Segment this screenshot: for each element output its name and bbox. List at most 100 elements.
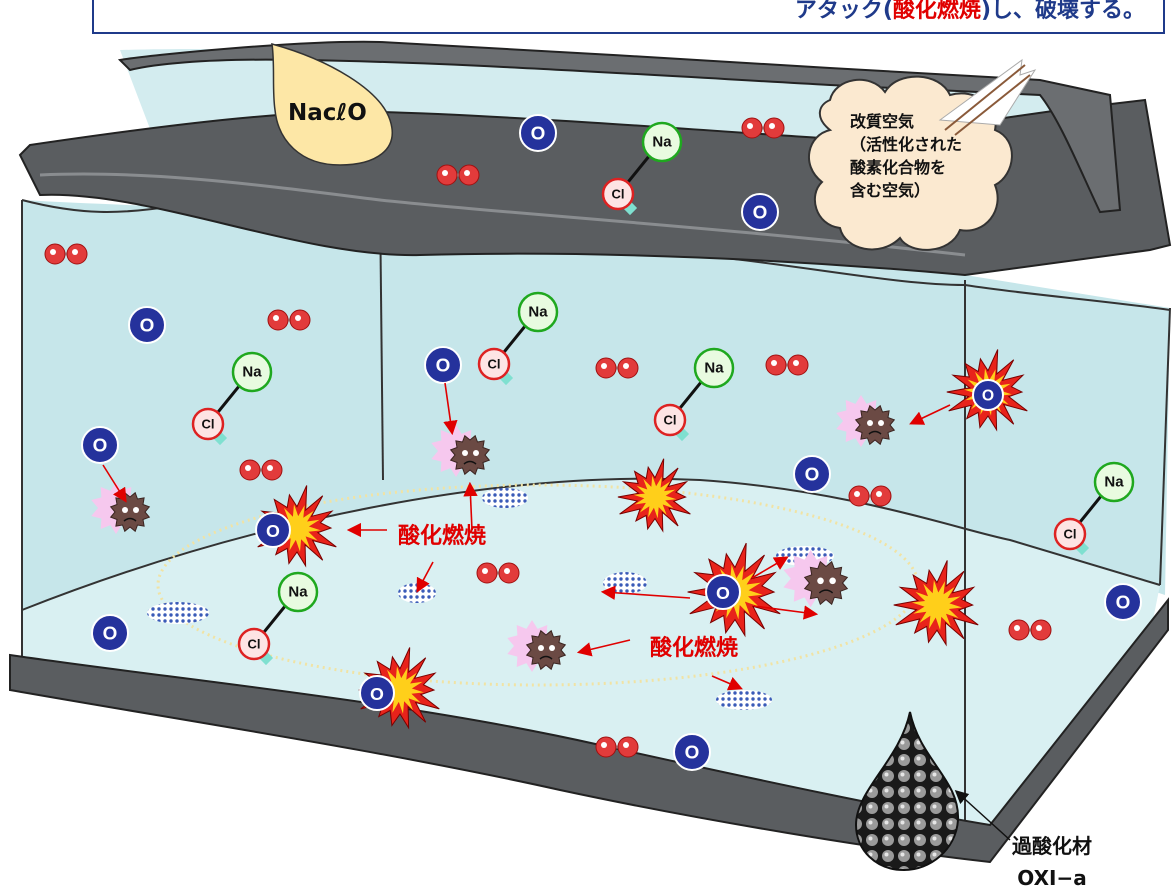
floor-line: [21, 477, 1161, 611]
oxygen-atom-icon: O: [793, 455, 831, 493]
cloud-line: （活性化された: [850, 135, 963, 154]
oxygen-symbol: O: [685, 743, 700, 764]
oxygen-atom-icon: O: [1104, 583, 1142, 621]
cl-symbol: Cl: [488, 357, 501, 372]
o2-molecule-icon: [44, 243, 88, 265]
reaction-arrow: [416, 561, 434, 593]
material-code: OXI−a: [1017, 866, 1087, 889]
oxygen-atom-icon: O: [81, 426, 119, 464]
oxygen-atom-icon: O: [705, 574, 741, 610]
na-symbol: Na: [288, 584, 308, 601]
oxygen-symbol: O: [982, 388, 994, 405]
na-symbol: Na: [1104, 474, 1124, 491]
reaction-arrow: [751, 556, 789, 579]
naclo-label: NacℓO: [288, 100, 367, 126]
naclo-drop-icon: [271, 42, 393, 166]
reaction-arrow: [909, 404, 951, 425]
explosion-icon: [617, 458, 691, 533]
cloud-line: 改質空気: [850, 112, 915, 131]
cloud-text: 改質空気 （活性化された 酸素化合物を 含む空気）: [850, 110, 962, 202]
dust-debris-icon: [398, 583, 436, 603]
top-frame-highlight: [39, 172, 966, 257]
reaction-arrow: [443, 382, 458, 436]
reaction-arrow: [753, 605, 819, 620]
germ-icon: [507, 620, 567, 672]
dust-debris-icon: [603, 572, 647, 594]
o2-molecule-icon: [848, 485, 892, 507]
banner-pre: アタック(: [794, 0, 893, 23]
oxygen-symbol: O: [1116, 593, 1131, 614]
oxygen-atom-icon: O: [255, 512, 291, 548]
oxygen-atom-icon: O: [741, 193, 779, 231]
droplet-icon: [854, 711, 960, 872]
oxygen-symbol: O: [266, 521, 280, 541]
banner-text: アタック(酸化燃焼)し、破壊する。: [795, 0, 1145, 24]
o2-molecule-icon: [267, 309, 311, 331]
oxygen-symbol: O: [436, 356, 451, 377]
oxygen-atom-icon: O: [972, 379, 1004, 411]
banner-post: )し、破壊する。: [980, 0, 1145, 23]
reaction-arrow: [102, 464, 127, 503]
oxygen-atom-icon: O: [128, 306, 166, 344]
oxygen-atom-icon: O: [673, 733, 711, 771]
o2-molecule-icon: [765, 354, 809, 376]
explosion-icon: [893, 560, 979, 647]
waterline-right: [964, 284, 1171, 311]
na-symbol: Na: [242, 364, 262, 381]
na-symbol: Na: [704, 360, 724, 377]
droplet-pointer: [954, 789, 1011, 841]
oxidation-label-2: 酸化燃焼: [650, 636, 739, 661]
oxygen-symbol: O: [93, 436, 108, 457]
oxygen-symbol: O: [805, 465, 820, 486]
cl-symbol: Cl: [664, 413, 677, 428]
reaction-arrow: [463, 481, 478, 531]
oxygen-atom-icon: O: [424, 346, 462, 384]
oxygen-symbol: O: [140, 316, 155, 337]
o2-molecule-icon: [239, 459, 283, 481]
o2-molecule-icon: [436, 164, 480, 186]
tank-floor: [22, 478, 1160, 845]
dust-debris-icon: [716, 690, 772, 710]
banner-highlight: 酸化燃焼: [892, 0, 981, 23]
material-label: 過酸化材 OXI−a: [1012, 830, 1092, 889]
cl-symbol: Cl: [202, 417, 215, 432]
o2-molecule-icon: [595, 736, 639, 758]
oxygen-symbol: O: [370, 684, 384, 704]
oxygen-atom-icon: O: [359, 675, 395, 711]
oxidation-label-1: 酸化燃焼: [398, 524, 487, 549]
cloud-line: 含む空気）: [850, 181, 931, 200]
o2-molecule-icon: [1008, 619, 1052, 641]
oxygen-symbol: O: [716, 583, 730, 603]
oxygen-symbol: O: [531, 124, 546, 145]
germ-icon: [431, 425, 491, 477]
oxygen-symbol: O: [103, 624, 118, 645]
germ-icon: [91, 482, 151, 534]
reaction-arrow: [711, 675, 743, 691]
cloud-icon: [807, 58, 1037, 251]
o2-molecule-icon: [476, 562, 520, 584]
cl-symbol: Cl: [248, 637, 261, 652]
dust-debris-icon: [147, 602, 209, 624]
cloud-line: 酸素化合物を: [850, 158, 947, 177]
o2-molecule-icon: [595, 357, 639, 379]
germ-icon: [783, 550, 849, 608]
material-name: 過酸化材: [1012, 834, 1092, 858]
na-symbol: Na: [528, 304, 548, 321]
na-symbol: Na: [652, 134, 672, 151]
dust-debris-icon: [482, 488, 528, 508]
cl-symbol: Cl: [612, 187, 625, 202]
reaction-arrow: [576, 639, 631, 657]
oxygen-symbol: O: [753, 203, 768, 224]
germ-icon: [836, 395, 896, 447]
o2-molecule-icon: [741, 117, 785, 139]
reaction-arrow: [600, 585, 691, 600]
oxygen-atom-icon: O: [519, 114, 557, 152]
glass-edge-right: [1159, 307, 1171, 586]
header-banner: アタック(酸化燃焼)し、破壊する。: [92, 0, 1165, 34]
